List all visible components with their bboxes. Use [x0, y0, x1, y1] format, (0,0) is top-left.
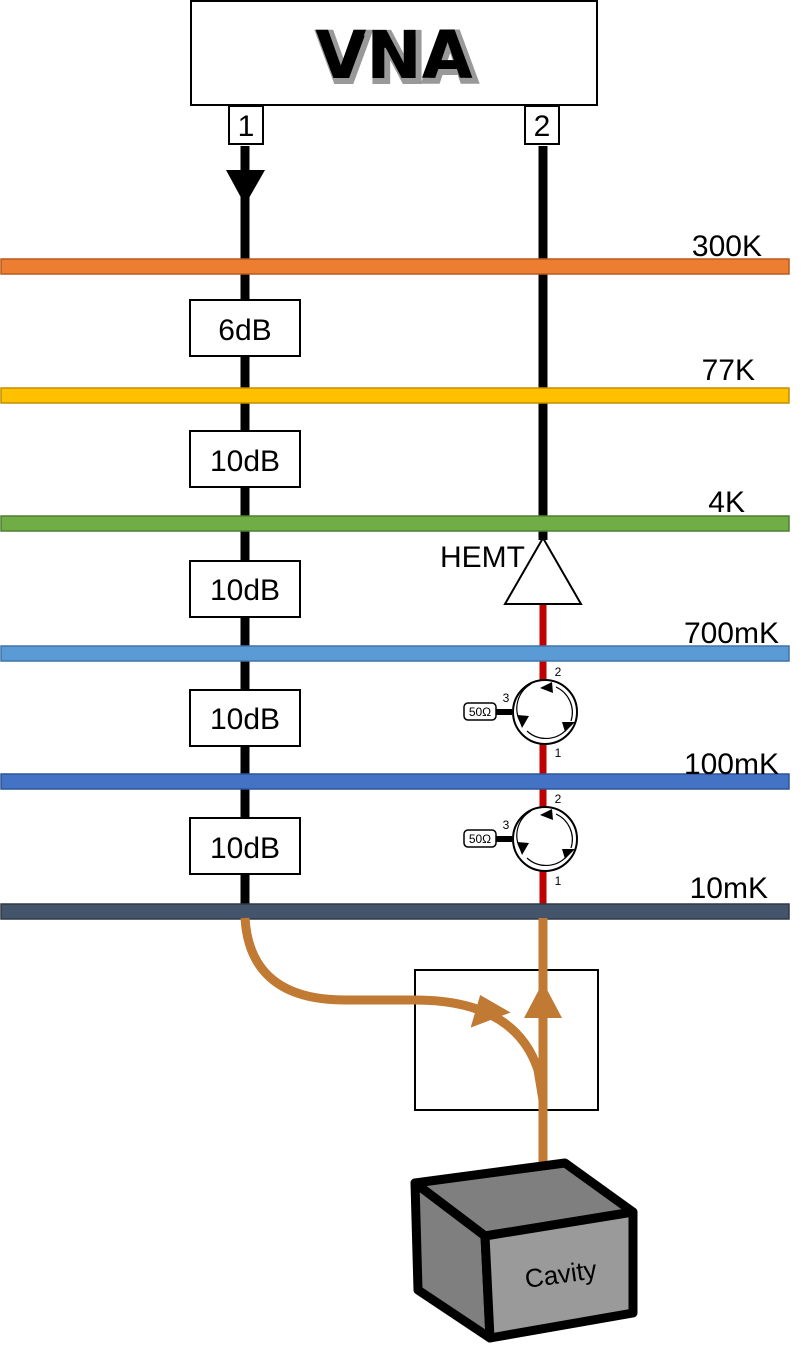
stage-label: 300K	[692, 230, 762, 263]
circulator-port-2: 2	[555, 665, 562, 679]
circulator-arrowhead	[517, 715, 529, 728]
input-arrow	[226, 170, 265, 205]
attenuator-label: 10dB	[210, 574, 280, 607]
port-label: 2	[534, 110, 551, 143]
attenuator-1: 6dB	[189, 299, 301, 357]
attenuator-3: 10dB	[189, 560, 301, 618]
hemt-amplifier: HEMT	[440, 535, 583, 605]
circulator-port-3: 3	[503, 818, 510, 832]
stage-4k: 4K	[0, 486, 790, 532]
attenuator-5: 10dB	[189, 817, 301, 875]
circulator-arrowhead	[562, 849, 575, 859]
circulator-body	[512, 679, 578, 745]
stage-bar	[0, 515, 790, 532]
stage-bar	[0, 258, 790, 275]
stage-100mk: 100mK	[0, 748, 790, 790]
circulator-body	[512, 806, 578, 872]
stage-300k: 300K	[0, 230, 790, 275]
termination-resistor	[463, 702, 497, 721]
stage-label: 700mK	[684, 617, 779, 650]
circulator-1: 50Ω 2 3 1	[463, 665, 578, 760]
cavity-front	[480, 1207, 638, 1343]
attenuator-label: 10dB	[210, 703, 280, 736]
amplifier-triangle	[503, 535, 583, 605]
stage-label: 77K	[702, 354, 755, 387]
coupling-box	[414, 969, 599, 1111]
stage-label: 4K	[708, 486, 745, 519]
circulator-arrowhead	[540, 809, 553, 820]
attenuator-label: 10dB	[210, 832, 280, 865]
vna-port-1: 1	[228, 105, 264, 145]
circulator-2: 50Ω 2 3 1	[463, 792, 578, 888]
cavity: Cavity	[410, 1158, 638, 1343]
circulator-arrowhead	[517, 842, 529, 855]
termination-label: 50Ω	[469, 832, 491, 846]
circulator-arc	[526, 855, 568, 867]
stage-label: 10mK	[690, 872, 768, 905]
stage-bar	[0, 387, 790, 404]
port-label: 1	[238, 110, 255, 143]
termination-resistor	[463, 829, 497, 848]
stage-bar	[0, 645, 790, 662]
stage-bar	[0, 903, 790, 920]
termination-label: 50Ω	[469, 705, 491, 719]
circulator-port-1: 1	[555, 746, 562, 760]
input-signal-arrow	[470, 995, 511, 1028]
vna-label: VNA	[315, 17, 472, 94]
hemt-label: HEMT	[440, 541, 525, 574]
vna-box: VNA VNA	[190, 0, 598, 106]
circulator-arc	[555, 813, 573, 849]
circulator-port-1: 1	[555, 874, 562, 888]
circulator-arc	[555, 686, 573, 722]
output-signal-arrow	[524, 982, 562, 1018]
stage-10mk: 10mK	[0, 872, 790, 920]
stage-label: 100mK	[684, 748, 779, 781]
vna-label-shadow: VNA	[318, 20, 475, 97]
input-signal-path	[240, 917, 548, 1190]
circulator-port-3: 3	[503, 691, 510, 705]
vna-port-2: 2	[524, 105, 560, 145]
circulator-arrowhead	[540, 682, 553, 693]
stage-bar	[0, 773, 790, 790]
circulator-arc	[526, 728, 568, 740]
attenuator-2: 10dB	[189, 430, 301, 488]
attenuator-4: 10dB	[189, 689, 301, 747]
stage-700mk: 700mK	[0, 617, 790, 662]
attenuator-label: 6dB	[218, 314, 271, 347]
attenuator-label: 10dB	[210, 445, 280, 478]
circulator-arrowhead	[562, 722, 575, 732]
stage-77k: 77K	[0, 354, 790, 404]
circulator-port-2: 2	[555, 792, 562, 806]
